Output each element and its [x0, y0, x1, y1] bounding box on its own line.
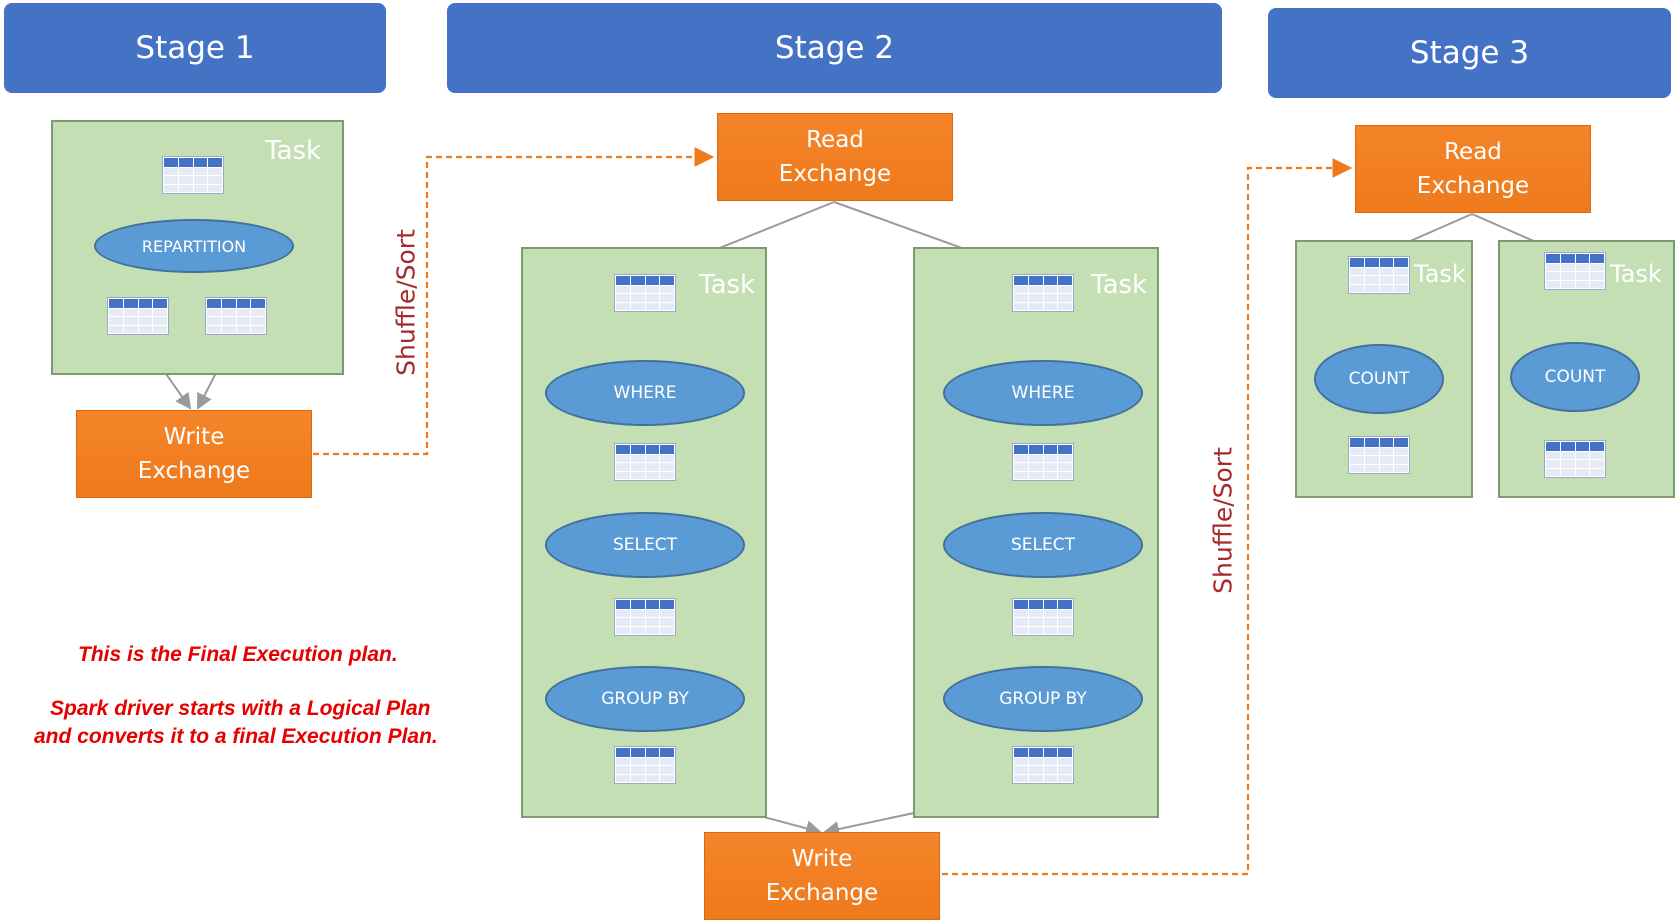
read-exchange-line1: Read	[1444, 139, 1502, 165]
shuffle-sort-label-2: Shuffle/Sort	[1208, 447, 1238, 594]
group-by-node: GROUP BY	[943, 666, 1143, 732]
table-icon	[1544, 440, 1606, 478]
count-node: COUNT	[1510, 342, 1640, 412]
table-icon	[1544, 252, 1606, 290]
where-node: WHERE	[545, 360, 745, 426]
stage-2-header: Stage 2	[447, 3, 1222, 93]
table-icon	[1012, 274, 1074, 312]
select-node: SELECT	[943, 512, 1143, 578]
stage-1-write-exchange: Write Exchange	[76, 410, 312, 498]
table-icon	[1348, 256, 1410, 294]
select-node: SELECT	[545, 512, 745, 578]
write-exchange-line1: Write	[791, 846, 853, 872]
stage-3-header: Stage 3	[1268, 8, 1671, 98]
task-label: Task	[265, 136, 322, 166]
group-by-node: GROUP BY	[545, 666, 745, 732]
read-exchange-line2: Exchange	[1416, 173, 1530, 199]
write-exchange-line2: Exchange	[137, 458, 251, 484]
task-label: Task	[1414, 260, 1466, 288]
task-label: Task	[699, 270, 756, 300]
shuffle-sort-label-1: Shuffle/Sort	[391, 229, 421, 376]
table-icon	[107, 297, 169, 335]
note-line-3: and converts it to a final Execution Pla…	[34, 725, 438, 748]
stage-2-read-exchange: Read Exchange	[717, 113, 953, 201]
task-label: Task	[1610, 260, 1662, 288]
table-icon	[205, 297, 267, 335]
table-icon	[1012, 746, 1074, 784]
shuffle-line-stage1-to-stage2	[313, 147, 715, 456]
where-node: WHERE	[943, 360, 1143, 426]
table-icon	[1348, 436, 1410, 474]
table-icon	[614, 274, 676, 312]
repartition-node: REPARTITION	[94, 219, 294, 273]
stage-3-read-exchange: Read Exchange	[1355, 125, 1591, 213]
note-line-2: Spark driver starts with a Logical Plan	[50, 697, 431, 720]
table-icon	[1012, 598, 1074, 636]
read-exchange-line2: Exchange	[778, 161, 892, 187]
table-icon	[614, 598, 676, 636]
write-exchange-line2: Exchange	[765, 880, 879, 906]
read-exchange-line1: Read	[806, 127, 864, 153]
table-icon	[162, 156, 224, 194]
stage-2-write-exchange: Write Exchange	[704, 832, 940, 920]
note-line-1: This is the Final Execution plan.	[78, 643, 398, 666]
write-exchange-line1: Write	[163, 424, 225, 450]
shuffle-line-stage2-to-stage3	[942, 158, 1353, 876]
table-icon	[614, 746, 676, 784]
task-label: Task	[1091, 270, 1148, 300]
count-node: COUNT	[1314, 344, 1444, 414]
table-icon	[614, 443, 676, 481]
stage-1-header: Stage 1	[4, 3, 386, 93]
table-icon	[1012, 443, 1074, 481]
